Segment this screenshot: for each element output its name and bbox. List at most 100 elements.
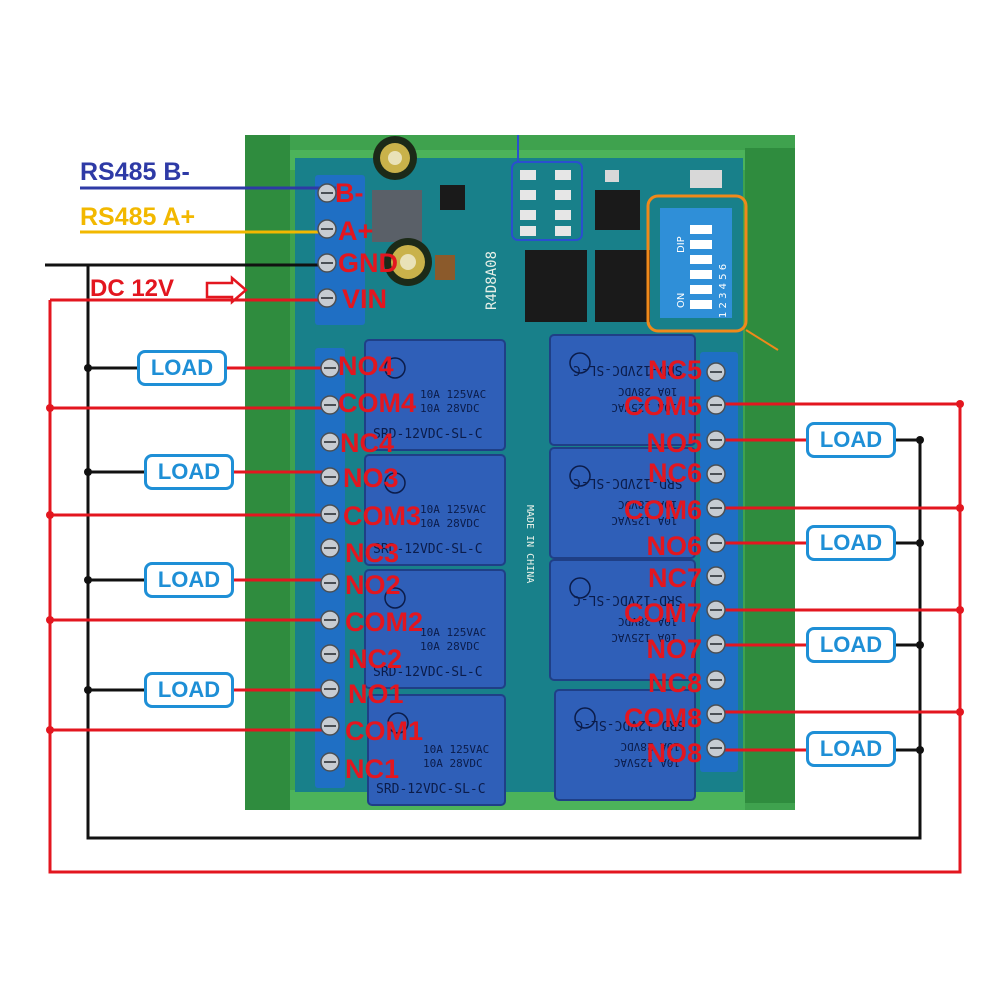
relay-5-rating1: 10A 125VAC — [611, 401, 677, 414]
relay-8-rating1: 10A 125VAC — [614, 756, 680, 769]
terminal-label-nc3: NC3 — [345, 538, 400, 568]
terminal-label-vin: VIN — [342, 284, 388, 314]
node-com3 — [46, 511, 54, 519]
left-screw-4 — [320, 467, 340, 487]
header-pins — [690, 170, 722, 188]
node-com6 — [956, 504, 964, 512]
relay-3-rating2: 10A 28VDC — [420, 517, 480, 530]
relay-2-rating2: 10A 28VDC — [420, 640, 480, 653]
node-black-no5 — [916, 436, 924, 444]
right-screw-10 — [706, 670, 726, 690]
relay-1-rating1: 10A 125VAC — [423, 743, 489, 756]
right-screw-1 — [706, 362, 726, 382]
terminal-label-nc2: NC2 — [348, 644, 403, 674]
node-black-no4 — [84, 364, 92, 372]
relay-2-rating1: 10A 125VAC — [420, 626, 486, 639]
left-screw-9 — [320, 644, 340, 664]
made-in-text: MADE IN CHINA — [524, 505, 535, 583]
load-box-relay2: LOAD — [144, 562, 234, 598]
right-screw-11 — [706, 704, 726, 724]
load-box-relay3: LOAD — [144, 454, 234, 490]
red-supply-bus — [48, 300, 962, 874]
relay-2-model: SRD-12VDC-SL-C — [373, 665, 483, 680]
terminal-label-com8: COM8 — [623, 703, 702, 733]
power-screw-2 — [317, 219, 337, 239]
terminal-label-com2: COM2 — [345, 607, 424, 637]
relay-2-cert-mark — [384, 587, 406, 609]
terminal-label-no1: NO1 — [348, 679, 404, 709]
terminal-label-no6: NO6 — [646, 531, 702, 561]
terminal-label-nc4: NC4 — [340, 428, 395, 458]
right-screw-8 — [706, 600, 726, 620]
right-screw-6 — [706, 533, 726, 553]
relay-6-model: SRD-12VDC-SL-C — [573, 475, 683, 490]
right-screw-9 — [706, 634, 726, 654]
terminal-label-com3: COM3 — [343, 501, 422, 531]
node-black-no8 — [916, 746, 924, 754]
right-screw-3 — [706, 430, 726, 450]
crystal — [605, 170, 619, 182]
node-com5 — [956, 400, 964, 408]
relay-4-model: SRD-12VDC-SL-C — [373, 427, 483, 442]
relay-7-rating1: 10A 125VAC — [611, 631, 677, 644]
terminal-label-no3: NO3 — [343, 463, 399, 493]
terminal-label-nc7: NC7 — [647, 563, 702, 593]
terminal-label-com5: COM5 — [623, 391, 702, 421]
relay-5-rating2: 10A 28VDC — [618, 385, 678, 398]
dip-numbers-text: 1 2 3 4 5 6 — [718, 264, 729, 318]
right-screw-12 — [706, 738, 726, 758]
right-screw-5 — [706, 498, 726, 518]
node-com4 — [46, 404, 54, 412]
terminal-label-no5: NO5 — [646, 428, 702, 458]
left-terminal-block — [315, 348, 345, 788]
dc-power-label: DC 12V — [90, 275, 175, 302]
node-black-no2 — [84, 576, 92, 584]
black-return-bus — [86, 265, 922, 840]
left-screw-8 — [320, 610, 340, 630]
left-screw-3 — [320, 432, 340, 452]
terminal-label-com4: COM4 — [338, 388, 417, 418]
dip-on-text: ON — [676, 293, 687, 308]
dip-toggles — [690, 225, 712, 309]
board-model-text: R4D8A08 — [484, 251, 500, 310]
relay-4-cert-mark — [384, 357, 406, 379]
node-com1 — [46, 726, 54, 734]
inductor — [435, 255, 455, 280]
terminal-label-nc6: NC6 — [647, 458, 702, 488]
relay-6-body — [549, 447, 696, 559]
relay-3-model: SRD-12VDC-SL-C — [373, 542, 483, 557]
right-terminal-block — [700, 352, 738, 772]
relay-1-cert-mark — [387, 712, 409, 734]
relay-3-cert-mark — [384, 472, 406, 494]
relay-5-body — [549, 334, 696, 446]
capacitor-top — [373, 136, 417, 180]
left-screw-11 — [320, 716, 340, 736]
wiring — [45, 186, 964, 874]
terminal-label-b-minus: B- — [335, 178, 364, 208]
relay-8-rating2: 10A 28VDC — [620, 740, 680, 753]
node-com7 — [956, 606, 964, 614]
terminal-label-nc5: NC5 — [647, 355, 702, 385]
terminal-screws — [317, 183, 726, 772]
load-box-relay4: LOAD — [137, 350, 227, 386]
dip-label-text: DIP — [676, 236, 687, 253]
left-screw-7 — [320, 573, 340, 593]
relay-1-body — [367, 694, 506, 806]
node-black-no3 — [84, 468, 92, 476]
load-box-relay5: LOAD — [806, 422, 896, 458]
power-screw-4 — [317, 288, 337, 308]
load-box-relay6: LOAD — [806, 525, 896, 561]
terminal-label-com6: COM6 — [623, 495, 702, 525]
relay-3-body — [364, 454, 506, 566]
left-screw-1 — [320, 358, 340, 378]
relay-4-rating2: 10A 28VDC — [420, 402, 480, 415]
